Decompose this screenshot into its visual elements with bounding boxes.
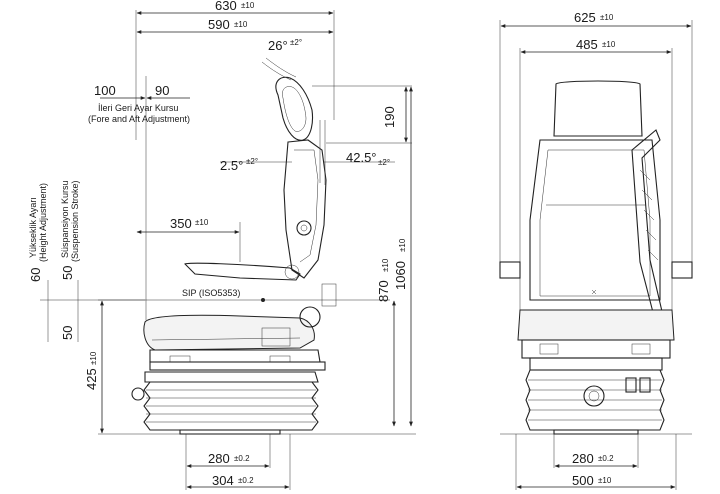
svg-text:±2°: ±2° (246, 157, 258, 166)
side-view-dimensions: 630 ±10 590 ±10 26° ±2° 100 90 İleri Ger… (28, 0, 416, 490)
svg-text:±10: ±10 (234, 20, 248, 29)
susp-label-en: (Suspension Stroke) (70, 180, 80, 262)
side-dim-590: 590 (208, 17, 230, 32)
side-dim-100: 100 (94, 83, 116, 98)
height-adj-label-en: (Height Adjustment) (38, 183, 48, 262)
svg-text:±0.2: ±0.2 (238, 476, 254, 485)
svg-text:±2°: ±2° (290, 38, 302, 47)
svg-text:±10: ±10 (195, 218, 209, 227)
side-dim-42-5deg: 42.5° (346, 150, 377, 165)
side-dim-26deg: 26° (268, 38, 288, 53)
susp-label-tr: Süspansiyon Kursu (60, 180, 70, 258)
svg-text:±10: ±10 (600, 13, 614, 22)
front-bellows (525, 369, 665, 431)
side-dim-50-lower: 50 (60, 326, 75, 340)
side-dim-2-5deg: 2.5° (220, 158, 243, 173)
side-dim-304: 304 (212, 473, 234, 488)
svg-text:±10: ±10 (241, 1, 255, 10)
front-dim-485: 485 (576, 37, 598, 52)
svg-text:±10: ±10 (89, 351, 98, 365)
svg-text:±10: ±10 (398, 238, 407, 252)
svg-text:±0.2: ±0.2 (234, 454, 250, 463)
side-dim-60: 60 (28, 268, 43, 282)
fore-aft-label-tr: İleri Geri Ayar Kursu (98, 103, 178, 113)
fore-aft-label-en: (Fore and Aft Adjustment) (88, 114, 190, 124)
front-dim-625: 625 (574, 10, 596, 25)
side-dim-630: 630 (215, 0, 237, 13)
side-bellows (143, 381, 319, 431)
front-view-seat (499, 80, 693, 435)
front-dim-280: 280 (572, 451, 594, 466)
side-dim-190: 190 (382, 106, 397, 128)
side-dim-870: 870 (376, 280, 391, 302)
svg-text:±0.2: ±0.2 (598, 454, 614, 463)
side-view-seat (131, 57, 337, 435)
svg-text:±10: ±10 (381, 258, 390, 272)
side-dim-350: 350 (170, 216, 192, 231)
height-adj-label-tr: Yükseklik Ayarı (28, 197, 38, 258)
side-dim-50-upper: 50 (60, 266, 75, 280)
side-dim-90: 90 (155, 83, 169, 98)
svg-text:±10: ±10 (602, 40, 616, 49)
front-view-dimensions: 625 ±10 485 ±10 280 ±0.2 500 ±10 (499, 10, 693, 490)
side-dim-425: 425 (84, 368, 99, 390)
sip-label: SIP (ISO5353) (182, 288, 240, 298)
svg-text:±2°: ±2° (378, 158, 390, 167)
side-dim-1060: 1060 (393, 261, 408, 290)
svg-text:±10: ±10 (598, 476, 612, 485)
side-dim-280: 280 (208, 451, 230, 466)
front-dim-500: 500 (572, 473, 594, 488)
